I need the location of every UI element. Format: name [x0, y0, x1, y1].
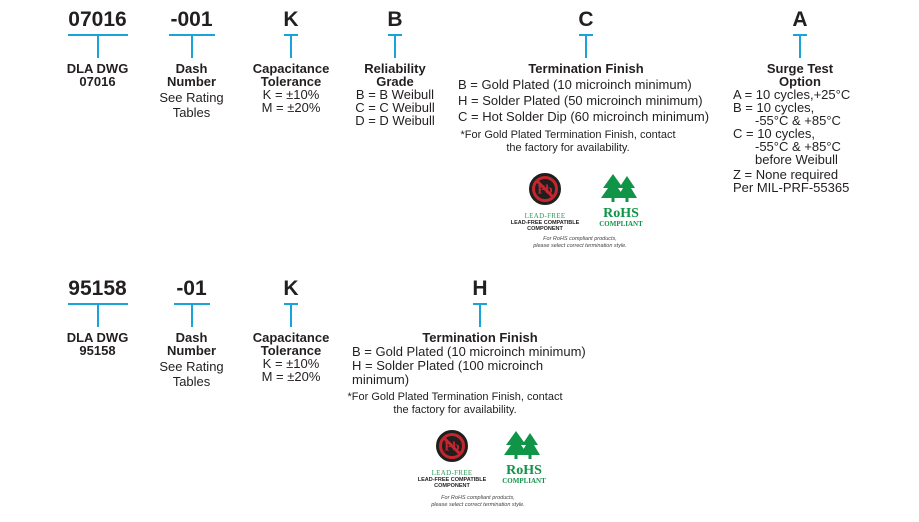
rohs-compliant-logo: RoHS COMPLIANT — [494, 429, 554, 485]
pb-lead-free-icon: Pb — [436, 430, 468, 462]
column-description: A = 10 cycles,+25°C B = 10 cycles, -55°C… — [733, 87, 851, 195]
bracket-connector — [67, 34, 128, 58]
bracket-connector — [388, 34, 402, 58]
rohs-fine-print: For RoHS compliant products,please selec… — [431, 495, 525, 508]
bracket-connector — [284, 303, 298, 327]
bracket-connector — [793, 34, 807, 58]
bracket-connector — [579, 34, 593, 58]
rohs-fine-print: For RoHS compliant products,please selec… — [533, 236, 627, 249]
availability-note: *For Gold Plated Termination Finish, con… — [460, 129, 676, 154]
column-description: K = ±10%M = ±20% — [261, 87, 321, 115]
code-value: B — [387, 8, 403, 31]
code-value: -01 — [176, 277, 207, 300]
rohs-compliant-logo: RoHS COMPLIANT — [591, 172, 651, 228]
code-value: 95158 — [68, 277, 127, 300]
lead-free-logo: Pb LEAD-FREE LEAD-FREE COMPATIBLECOMPONE… — [407, 429, 497, 489]
tree-icon — [504, 431, 540, 459]
column-description: K = ±10%M = ±20% — [261, 356, 321, 384]
pb-lead-free-icon: Pb — [529, 173, 561, 205]
column-title: Termination Finish — [422, 330, 538, 345]
tree-icon — [601, 174, 637, 202]
bracket-connector — [67, 303, 128, 327]
column-title: Termination Finish — [528, 61, 644, 76]
bracket-connector — [473, 303, 487, 327]
column-termination-finish: H Termination Finish B = Gold Plated (10… — [342, 277, 618, 417]
column-termination-finish: C Termination Finish B = Gold Plated (10… — [448, 8, 724, 155]
availability-note: *For Gold Plated Termination Finish, con… — [347, 391, 563, 416]
column-description: B = Gold Plated (10 microinch minimum)H … — [352, 344, 586, 387]
code-value: A — [792, 8, 808, 31]
code-value: C — [578, 8, 594, 31]
bracket-connector — [168, 34, 215, 58]
bracket-connector — [173, 303, 210, 327]
column-description: B = Gold Plated (10 microinch minimum)H … — [458, 77, 710, 124]
bracket-connector — [284, 34, 298, 58]
code-value: 07016 — [68, 8, 127, 31]
code-value: H — [472, 277, 488, 300]
lead-free-logo: Pb LEAD-FREE LEAD-FREE COMPATIBLECOMPONE… — [500, 172, 590, 232]
code-value: K — [283, 277, 299, 300]
code-value: K — [283, 8, 299, 31]
code-value: -001 — [170, 8, 213, 31]
